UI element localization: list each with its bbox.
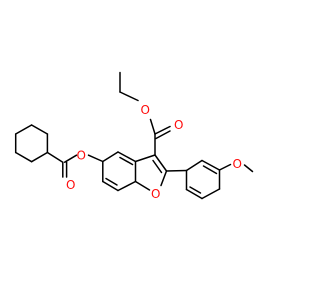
bond (134, 154, 156, 163)
atom-labels: O O O O O O (66, 103, 242, 201)
bond (87, 154, 104, 163)
bond (14, 124, 33, 135)
bond (154, 154, 168, 172)
bond (154, 125, 171, 135)
bond (102, 151, 119, 163)
ester-ether-oxygen-label: O (141, 103, 150, 117)
bond (201, 188, 221, 200)
bond (152, 159, 163, 174)
molecule-canvas: O O O O O O (14, 71, 254, 201)
methoxy-oxygen-label: O (233, 157, 242, 171)
bond (189, 186, 202, 194)
bond (160, 170, 168, 187)
bond (165, 169, 188, 172)
bond (119, 156, 134, 166)
furan-oxygen-label: O (151, 187, 160, 201)
bond (201, 159, 221, 171)
bond (63, 154, 78, 163)
bond (155, 130, 171, 140)
acyloxy-group (62, 154, 104, 178)
bond (218, 163, 232, 171)
bond (202, 165, 218, 175)
methoxyphenyl-ring (165, 159, 221, 200)
structure-diagram: O O O O O O (14, 71, 254, 201)
bond (185, 188, 203, 200)
bond (30, 151, 49, 163)
bond (30, 124, 49, 135)
ester-carbonyl-oxygen-label: O (174, 118, 183, 132)
bond (119, 91, 139, 102)
ethyl-ester-group (119, 71, 171, 156)
bond (46, 151, 64, 163)
bond (185, 159, 203, 172)
methoxy-group (218, 163, 254, 173)
bond (243, 164, 254, 173)
bond (102, 180, 119, 192)
bond (14, 151, 33, 163)
bond (105, 177, 118, 186)
bond (117, 151, 137, 163)
bond (117, 180, 137, 192)
furan-ring (134, 154, 168, 191)
bond (149, 118, 156, 135)
acyloxy-oxygen-label: O (77, 149, 86, 163)
bond (134, 180, 151, 191)
benzo-ring (102, 151, 137, 192)
cyclohexyl-ring (14, 124, 64, 163)
acyl-carbonyl-oxygen-label: O (66, 178, 75, 192)
